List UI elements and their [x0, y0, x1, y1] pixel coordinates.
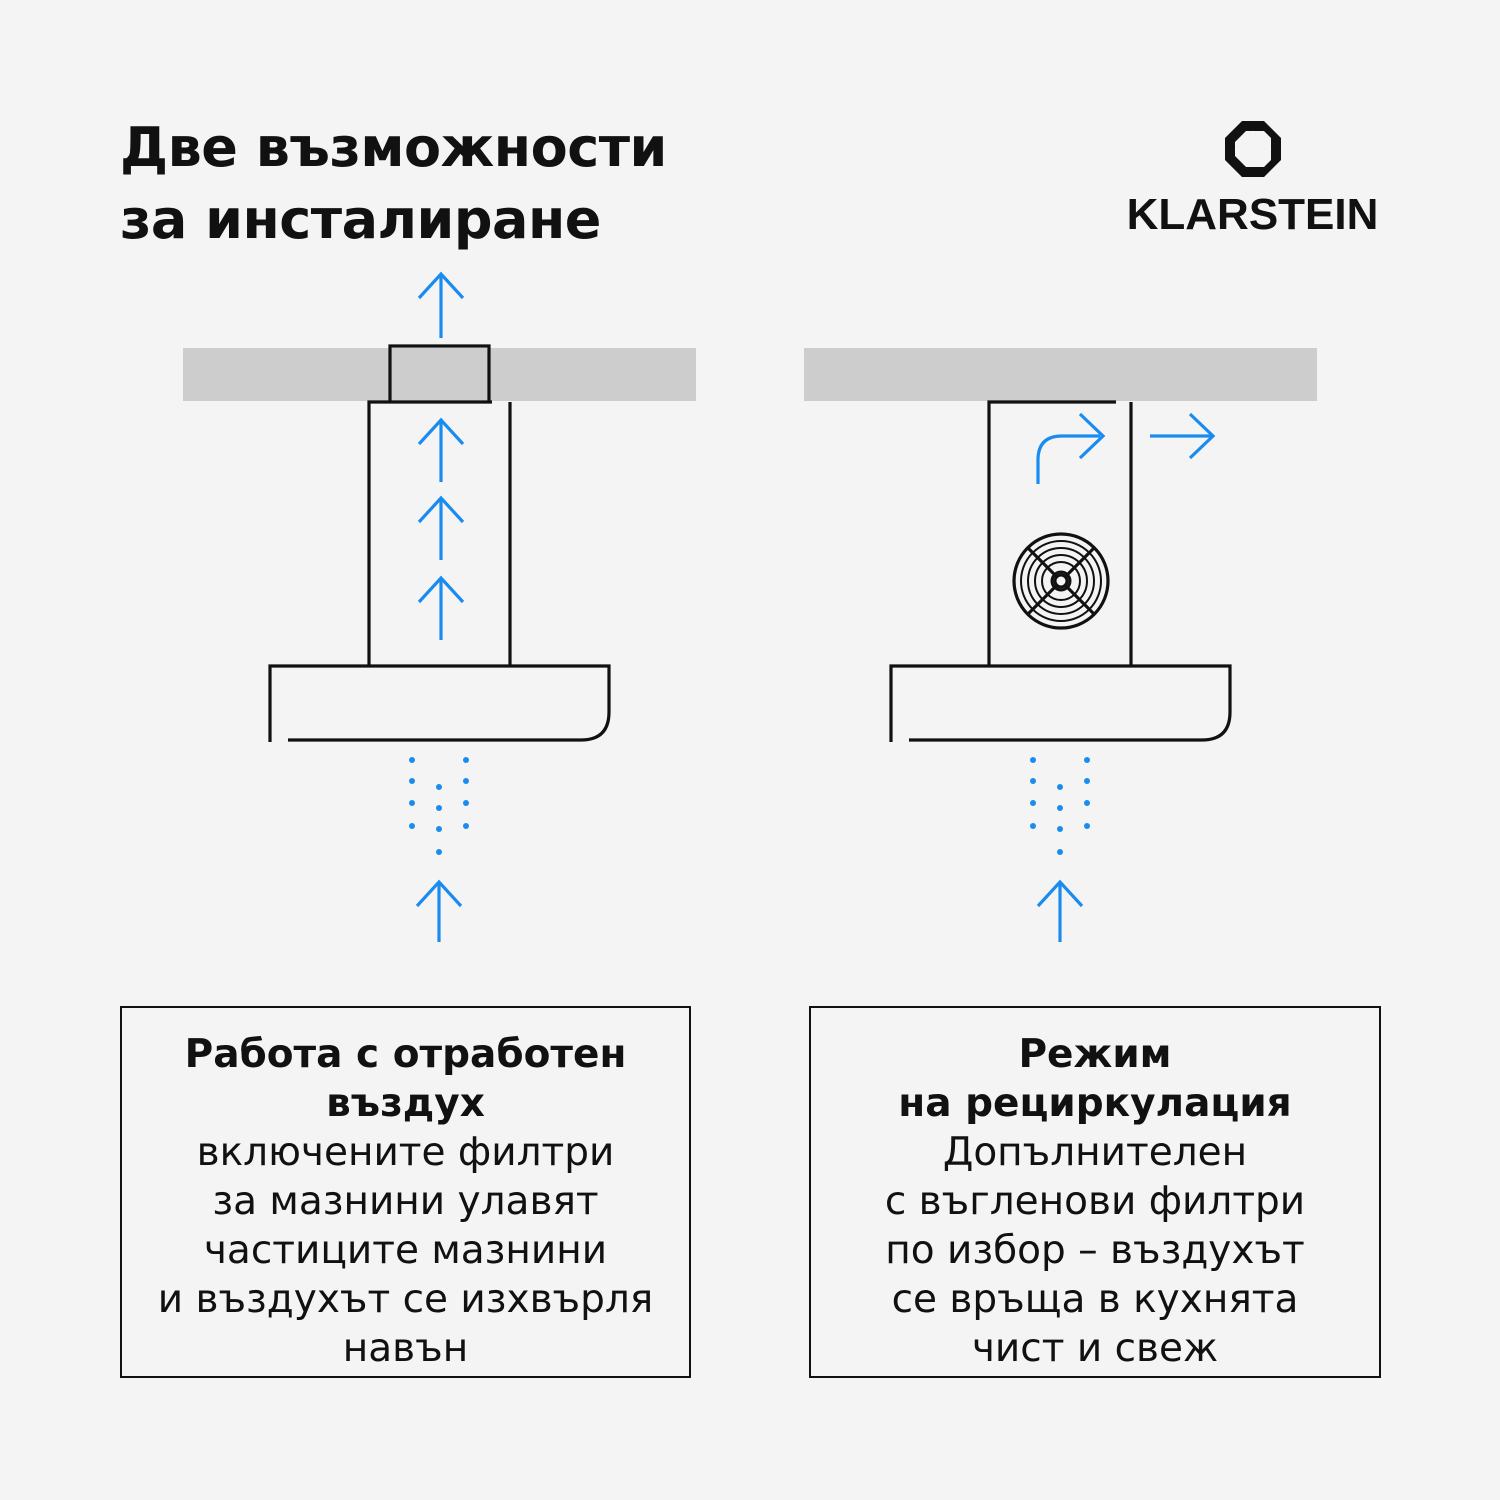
ceiling-left — [183, 348, 696, 401]
klarstein-logo-icon — [1224, 121, 1281, 177]
exhaust-body-line-5: навън — [342, 1326, 469, 1371]
recirculation-body-line-3: по избор – въздухът — [885, 1228, 1305, 1273]
recirculation-body-line-4: се връща в кухнята — [891, 1277, 1299, 1322]
exhaust-description-box: Работа с отработен въздух включените фил… — [120, 1006, 691, 1378]
recirculation-heading-line-2: на рециркулация — [898, 1081, 1292, 1126]
recirculation-heading-line-1: Режим — [1018, 1032, 1172, 1077]
hood-chimney-left — [367, 400, 512, 665]
duct-arrow-1 — [417, 418, 465, 482]
recirculation-description-box: Режим на рециркулация Допълнителен с въг… — [809, 1006, 1381, 1378]
exhaust-body-line-3: частиците мазнини — [203, 1228, 608, 1273]
brand-name: KLARSTEIN — [1126, 190, 1379, 239]
air-intake-arrow-right — [1036, 880, 1084, 942]
hood-canopy-left — [268, 664, 611, 742]
fan-icon — [1012, 532, 1110, 630]
page-title-line-2: за инсталиране — [120, 188, 601, 251]
ceiling-duct-opening — [388, 344, 491, 402]
hood-canopy-right — [889, 664, 1232, 742]
installation-diagram — [183, 272, 1317, 942]
duct-arrow-3 — [417, 576, 465, 640]
exhaust-heading-line-2: въздух — [326, 1081, 485, 1126]
ceiling-right — [804, 348, 1317, 401]
recirculation-curved-arrow — [1036, 412, 1106, 484]
page-title-line-1: Две възможности — [120, 116, 667, 179]
air-dots-left — [409, 757, 469, 855]
recirculation-body-line-2: с въгленови филтри — [884, 1179, 1306, 1224]
page-title: Две възможности за инсталиране — [120, 112, 667, 256]
brand-logo: KLARSTEIN — [1110, 118, 1395, 240]
exhaust-hood-diagram — [183, 272, 696, 942]
recirculation-body-line-5: чист и свеж — [971, 1326, 1219, 1371]
air-out-arrow — [417, 272, 465, 338]
exhaust-body-line-1: включените филтри — [196, 1130, 615, 1175]
recirculation-body-line-1: Допълнителен — [942, 1130, 1248, 1175]
exhaust-body-line-2: за мазнини улавят — [212, 1179, 599, 1224]
recirculation-hood-diagram — [804, 348, 1317, 942]
hood-chimney-right — [987, 400, 1133, 665]
duct-arrow-2 — [417, 496, 465, 560]
air-intake-arrow-left — [415, 880, 463, 942]
air-dots-right — [1030, 757, 1090, 855]
exhaust-body-line-4: и въздухът се изхвърля — [157, 1277, 654, 1322]
recirculation-out-arrow — [1150, 412, 1216, 460]
exhaust-heading-line-1: Работа с отработен — [184, 1032, 627, 1077]
